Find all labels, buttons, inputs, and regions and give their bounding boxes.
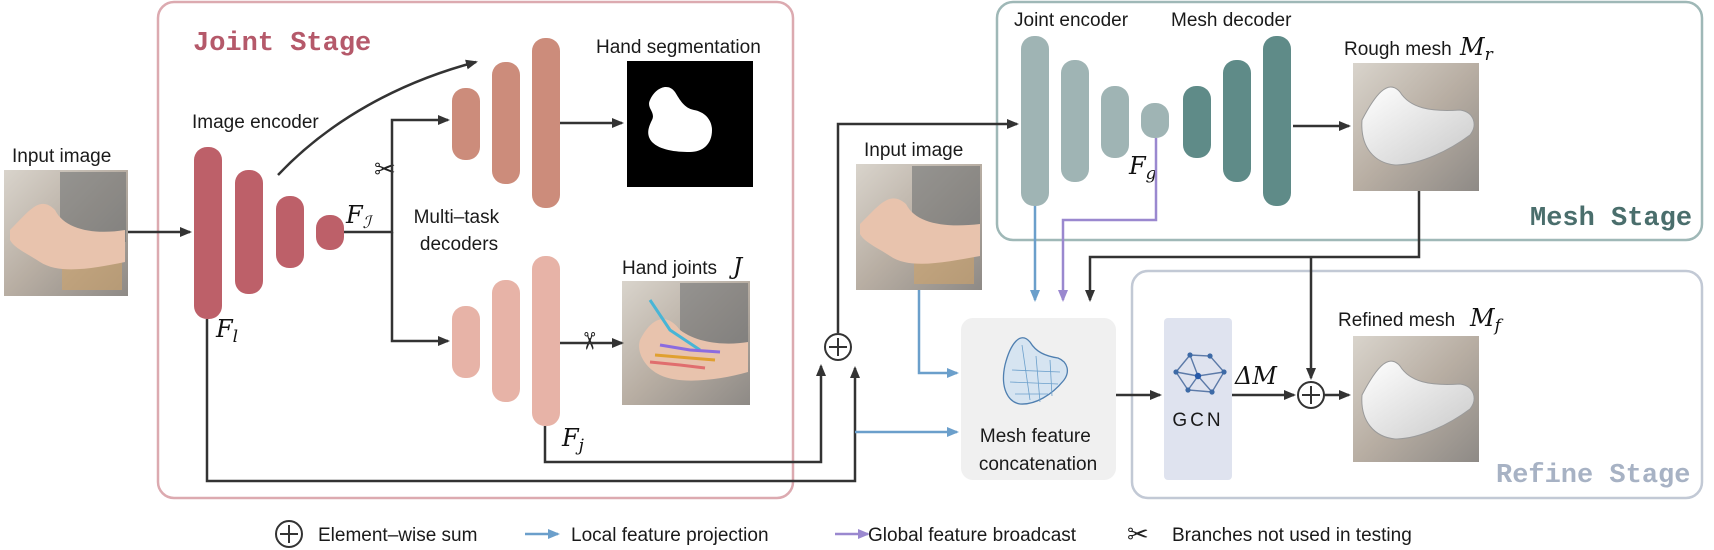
refine-stage-title: Refine Stage xyxy=(1496,461,1690,491)
feature-FI-symbol: Fℐ xyxy=(345,201,374,233)
refined-mesh-symbol: Mf xyxy=(1469,304,1504,336)
scissors-icon-joint-branch: ✂ xyxy=(575,331,603,351)
image-encoder-block-4 xyxy=(316,215,344,250)
joint-encoder-block-3 xyxy=(1101,86,1129,158)
joint-stage-title: Joint Stage xyxy=(193,29,371,59)
mesh-decoder-block-3 xyxy=(1263,36,1291,206)
input-image-mid-photo xyxy=(856,164,982,290)
input-image-mid-label: Input image xyxy=(864,140,963,161)
legend-sum-text: Element–wise sum xyxy=(318,525,477,546)
mesh-decoder-block-1 xyxy=(1183,86,1211,158)
gcn-box xyxy=(1164,318,1232,480)
feature-Fj-symbol: Fj xyxy=(561,424,585,456)
mesh-stage-box xyxy=(995,0,1704,242)
gcn-label: GCN xyxy=(1172,410,1223,431)
image-encoder-block-2 xyxy=(235,170,263,294)
legend-global-text: Global feature broadcast xyxy=(868,525,1077,546)
feature-Fl-symbol: Fl xyxy=(215,315,238,347)
multi-task-decoders-label: Multi–task decoders xyxy=(414,207,505,255)
mesh-wireframe-hand-icon xyxy=(1002,337,1069,405)
legend-branches-not-used: ✂ Branches not used in testing xyxy=(1127,520,1412,550)
legend-element-wise-sum: Element–wise sum xyxy=(275,520,477,548)
hand-segmentation-mask xyxy=(627,61,753,187)
joint-encoder-block-1 xyxy=(1021,36,1049,206)
joint-decoder-block-1 xyxy=(452,306,480,378)
scissors-legend-icon: ✂ xyxy=(1127,520,1149,550)
sum-node-right xyxy=(1297,381,1325,409)
joint-stage-box xyxy=(156,0,795,500)
rough-mesh-label: Rough mesh xyxy=(1344,39,1452,60)
mesh-feature-concat-label: Mesh feature concatenation xyxy=(979,426,1097,475)
joint-encoder-label: Joint encoder xyxy=(1014,10,1129,31)
image-encoder-block-3 xyxy=(276,196,304,268)
hand-joints-label: Hand joints xyxy=(622,258,717,279)
rough-mesh-symbol: Mr xyxy=(1459,33,1494,65)
legend-global-feature-broadcast: Global feature broadcast xyxy=(835,525,1077,546)
delta-M-symbol: ΔM xyxy=(1234,362,1278,390)
refine-stage-box xyxy=(1130,269,1704,500)
graph-network-icon xyxy=(1173,352,1227,395)
seg-decoder-block-2 xyxy=(492,62,520,184)
global-feature-broadcast-arrow xyxy=(1058,138,1158,302)
input-image-left-label: Input image xyxy=(12,146,111,167)
refined-mesh-image xyxy=(1353,336,1479,462)
sum-legend-icon xyxy=(275,520,303,548)
rough-mesh-image xyxy=(1353,63,1479,191)
mesh-stage-title: Mesh Stage xyxy=(1530,204,1692,234)
joint-decoder-block-2 xyxy=(492,280,520,402)
seg-decoder-block-3 xyxy=(532,38,560,208)
seg-decoder-block-1 xyxy=(452,88,480,160)
mesh-decoder-block-2 xyxy=(1223,60,1251,182)
scissors-icon-seg-branch: ✂ xyxy=(374,155,396,185)
hand-joints-symbol: J xyxy=(729,254,744,280)
image-encoder-block-1 xyxy=(194,147,222,319)
mesh-decoder-label: Mesh decoder xyxy=(1171,10,1292,31)
image-encoder-label: Image encoder xyxy=(192,112,319,133)
joint-encoder-block-2 xyxy=(1061,60,1089,182)
local-feature-projection-arrows xyxy=(855,206,1040,437)
joint-encoder-block-4 xyxy=(1141,103,1169,138)
legend-scissors-text: Branches not used in testing xyxy=(1172,525,1412,546)
feature-Fg-symbol: Fg xyxy=(1128,152,1157,184)
legend-local-text: Local feature projection xyxy=(571,525,769,546)
dark-connection-arrows xyxy=(128,59,1421,483)
hand-segmentation-label: Hand segmentation xyxy=(596,37,761,58)
legend-local-feature-projection: Local feature projection xyxy=(525,525,769,546)
hand-joints-image xyxy=(622,281,750,405)
refined-mesh-label: Refined mesh xyxy=(1338,310,1455,331)
input-image-left-photo xyxy=(4,170,128,296)
joint-decoder-block-3 xyxy=(532,256,560,426)
sum-node-left xyxy=(824,333,852,361)
